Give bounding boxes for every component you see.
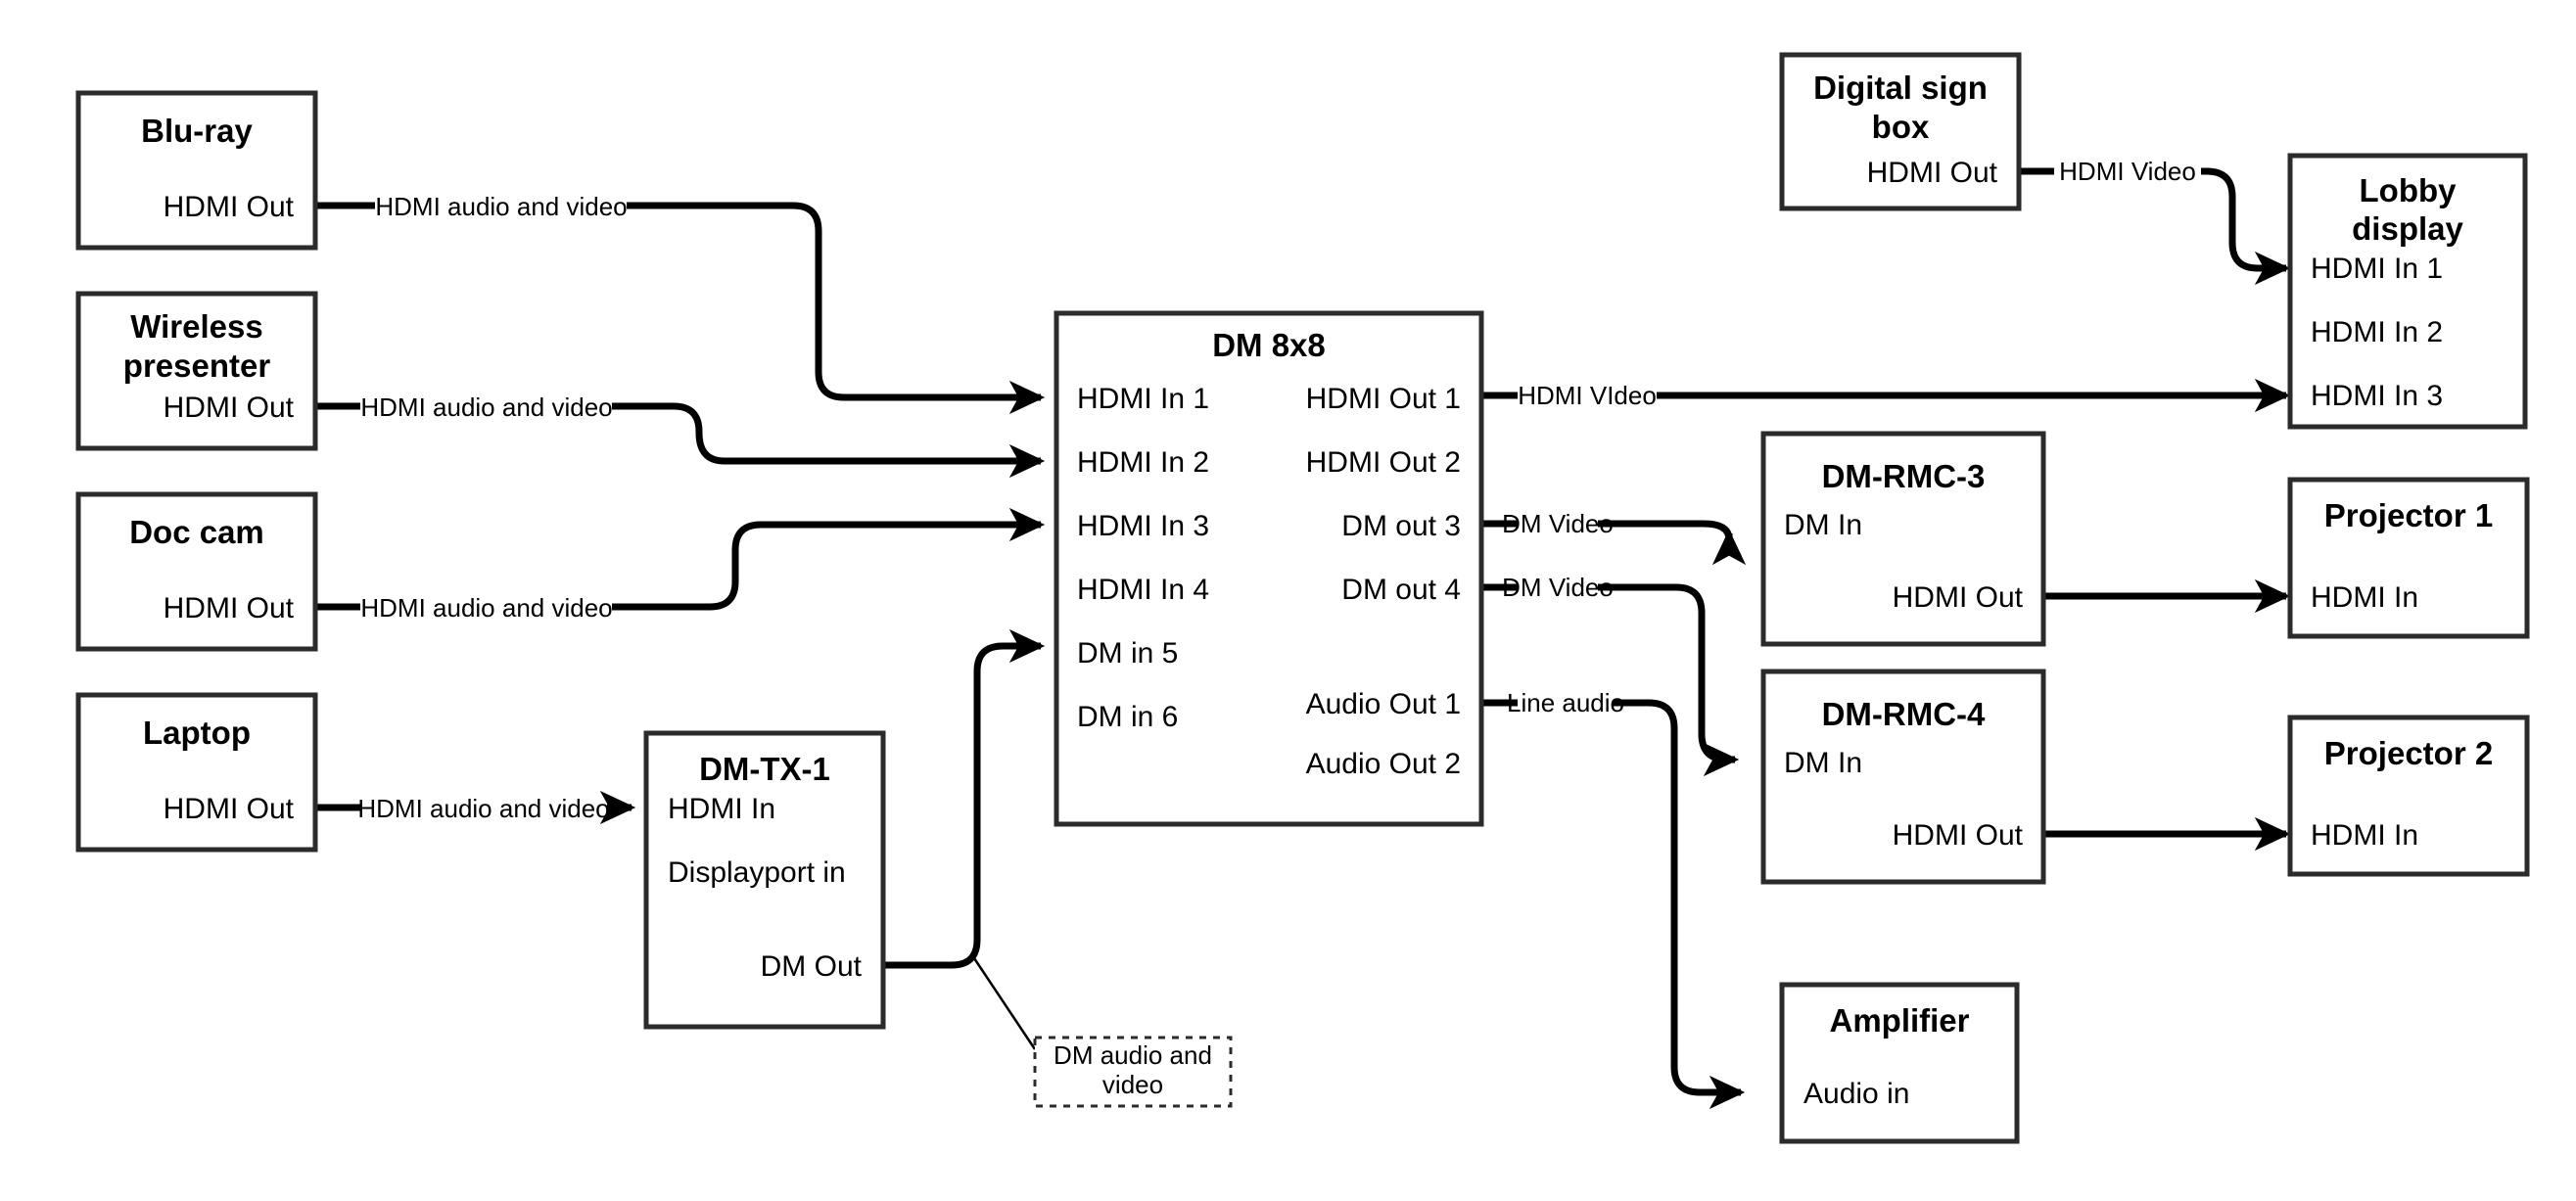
device-dm-8x8-title: DM 8x8 <box>1212 327 1326 363</box>
device-dm-8x8-input-hdmi-in-4: HDMI In 4 <box>1077 574 1209 606</box>
callout-leader-line <box>970 954 1037 1050</box>
wire-dmtx1-to-dm8x8 <box>883 628 1046 969</box>
device-projector-1-box[interactable] <box>2287 477 2530 639</box>
device-doc-cam-title: Doc cam <box>129 514 264 550</box>
device-dm-rmc-4-port-dm-in: DM In <box>1784 747 1862 779</box>
device-dm-8x8-input-hdmi-in-3: HDMI In 3 <box>1077 510 1209 542</box>
device-dm-8x8-output-audio-out-2: Audio Out 2 <box>1306 748 1461 780</box>
edge-label-wireless-to-dm8x8: HDMI audio and video <box>360 393 612 422</box>
device-dm-8x8-output-hdmi-out-2: HDMI Out 2 <box>1306 446 1461 479</box>
device-bluray-port-hdmi-out: HDMI Out <box>164 191 295 223</box>
device-dm-tx-1[interactable]: DM-TX-1 HDMI In Displayport in DM Out <box>643 730 886 1030</box>
device-laptop-title: Laptop <box>143 715 251 751</box>
device-wireless-presenter-port-hdmi-out: HDMI Out <box>164 392 295 424</box>
device-dm-rmc-4-box[interactable] <box>1760 669 2046 885</box>
device-bluray[interactable]: Blu-ray HDMI Out <box>75 90 318 251</box>
device-digital-sign-box-title-line2: box <box>1872 109 1930 145</box>
device-lobby-display-title-line2: display <box>2352 210 2463 247</box>
device-wireless-presenter-title-line2: presenter <box>123 347 271 384</box>
device-dm-rmc-3[interactable]: DM-RMC-3 DM In HDMI Out <box>1760 431 2046 647</box>
device-amplifier-title: Amplifier <box>1829 1002 1969 1039</box>
device-digital-sign-box-port-hdmi-out: HDMI Out <box>1867 157 1998 189</box>
device-dm-8x8-output-dm-out-3: DM out 3 <box>1341 510 1461 542</box>
device-bluray-box[interactable] <box>75 90 318 251</box>
edge-label-dm8x8-to-dmrmc3: DM Video <box>1502 509 1614 538</box>
device-dm-rmc-3-port-dm-in: DM In <box>1784 509 1862 541</box>
device-dm-8x8-output-audio-out-1: Audio Out 1 <box>1306 688 1461 720</box>
device-dm-8x8-input-dm-in-5: DM in 5 <box>1077 637 1178 670</box>
wire-dm8x8-to-amplifier <box>1481 699 1741 1092</box>
device-doc-cam[interactable]: Doc cam HDMI Out <box>75 491 318 652</box>
wire-dm8x8-to-dmrmc4 <box>1481 583 1735 760</box>
device-digital-sign-box-box[interactable] <box>1779 52 2022 211</box>
device-lobby-display-title-line1: Lobby <box>2360 172 2458 208</box>
callout-dm-audio-and-video-line2: video <box>1102 1070 1163 1099</box>
edge-label-laptop-to-dmtx1: HDMI audio and video <box>357 794 609 823</box>
device-dm-rmc-3-port-hdmi-out: HDMI Out <box>1893 581 2024 614</box>
device-lobby-display-box[interactable] <box>2287 153 2528 430</box>
device-lobby-display-input-hdmi-in-3: HDMI In 3 <box>2311 380 2443 412</box>
device-wireless-presenter[interactable]: Wireless presenter HDMI Out <box>75 291 318 451</box>
device-lobby-display-input-hdmi-in-2: HDMI In 2 <box>2311 316 2443 348</box>
device-dm-8x8-input-hdmi-in-1: HDMI In 1 <box>1077 383 1209 415</box>
edge-label-dm8x8-to-lobby: HDMI VIdeo <box>1518 381 1657 410</box>
device-projector-2[interactable]: Projector 2 HDMI In <box>2287 715 2530 877</box>
callout-dm-audio-and-video-box <box>1033 1036 1233 1108</box>
edge-label-bluray-to-dm8x8: HDMI audio and video <box>375 192 627 221</box>
device-dm-tx-1-port-displayport-in: Displayport in <box>668 856 846 889</box>
device-dm-tx-1-port-dm-out: DM Out <box>761 950 863 983</box>
device-dm-rmc-4-title: DM-RMC-4 <box>1822 696 1986 732</box>
device-projector-2-box[interactable] <box>2287 715 2530 877</box>
device-dm-tx-1-title: DM-TX-1 <box>699 751 830 787</box>
device-dm-rmc-4-port-hdmi-out: HDMI Out <box>1893 819 2024 852</box>
wire-signbox-to-lobby <box>2019 167 2286 268</box>
device-dm-rmc-3-box[interactable] <box>1760 431 2046 647</box>
edge-label-dm8x8-to-dmrmc4: DM Video <box>1502 573 1614 602</box>
device-dm-8x8-box[interactable] <box>1054 310 1484 827</box>
device-projector-1[interactable]: Projector 1 HDMI In <box>2287 477 2530 639</box>
wire-wireless-to-dm8x8 <box>315 402 1041 461</box>
device-wireless-presenter-title-line1: Wireless <box>130 308 262 345</box>
device-dm-rmc-4[interactable]: DM-RMC-4 DM In HDMI Out <box>1760 669 2046 885</box>
wire-doccam-to-dm8x8 <box>315 525 1041 611</box>
edge-label-dm8x8-to-amplifier: Line audio <box>1507 688 1624 717</box>
device-doc-cam-box[interactable] <box>75 491 318 652</box>
callout-dm-audio-and-video: DM audio and video <box>1033 1036 1233 1108</box>
device-wireless-presenter-box[interactable] <box>75 291 318 451</box>
device-doc-cam-port-hdmi-out: HDMI Out <box>164 592 295 624</box>
device-laptop[interactable]: Laptop HDMI Out <box>75 692 318 853</box>
device-amplifier-port-audio-in: Audio in <box>1803 1078 1909 1110</box>
device-digital-sign-box-title-line1: Digital sign <box>1813 69 1988 106</box>
device-lobby-display[interactable]: Lobby display HDMI In 1 HDMI In 2 HDMI I… <box>2287 153 2528 430</box>
device-laptop-box[interactable] <box>75 692 318 853</box>
device-dm-rmc-3-title: DM-RMC-3 <box>1822 458 1986 494</box>
device-dm-8x8-output-dm-out-4: DM out 4 <box>1341 574 1461 606</box>
device-dm-8x8-output-hdmi-out-1: HDMI Out 1 <box>1306 383 1461 415</box>
device-laptop-port-hdmi-out: HDMI Out <box>164 793 295 825</box>
device-amplifier-box[interactable] <box>1779 982 2020 1144</box>
device-projector-1-port-hdmi-in: HDMI In <box>2311 581 2418 614</box>
device-projector-2-port-hdmi-in: HDMI In <box>2311 819 2418 852</box>
device-digital-sign-box[interactable]: Digital sign box HDMI Out <box>1779 52 2022 211</box>
edge-label-signbox-to-lobby: HDMI Video <box>2059 157 2196 186</box>
device-dm-tx-1-box[interactable] <box>643 730 886 1030</box>
wire-bluray-to-dm8x8 <box>315 202 1041 397</box>
edge-label-doccam-to-dm8x8: HDMI audio and video <box>360 593 612 623</box>
device-amplifier[interactable]: Amplifier Audio in <box>1779 982 2020 1144</box>
device-dm-8x8-input-dm-in-6: DM in 6 <box>1077 701 1178 733</box>
callout-dm-audio-and-video-line1: DM audio and <box>1054 1040 1212 1070</box>
device-bluray-title: Blu-ray <box>141 113 253 149</box>
device-lobby-display-input-hdmi-in-1: HDMI In 1 <box>2311 253 2443 285</box>
device-projector-2-title: Projector 2 <box>2324 735 2493 771</box>
device-dm-8x8-input-hdmi-in-2: HDMI In 2 <box>1077 446 1209 479</box>
device-dm-tx-1-port-hdmi-in: HDMI In <box>668 793 775 825</box>
wire-dm8x8-to-dmrmc3 <box>1481 524 1729 539</box>
device-projector-1-title: Projector 1 <box>2324 497 2493 533</box>
device-dm-8x8[interactable]: DM 8x8 HDMI In 1 HDMI In 2 HDMI In 3 HDM… <box>1054 310 1484 827</box>
